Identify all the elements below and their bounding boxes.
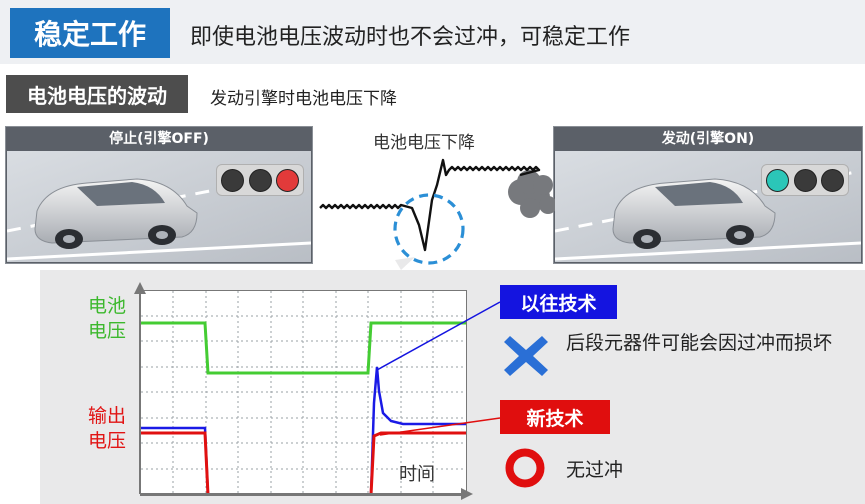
highlight-dashed-circle (393, 193, 465, 265)
engine-on-title: 发动(引擎ON) (661, 131, 755, 147)
output-label-line2: 电压 (88, 430, 127, 452)
output-voltage-label: 输出 电压 (88, 404, 126, 454)
new-tech-badge: 新技术 (500, 400, 610, 434)
battery-voltage-trace (141, 321, 466, 375)
callout-lines (376, 301, 501, 436)
oscilloscope-chart (140, 290, 467, 496)
section-badge: 电池电压的波动 (6, 75, 188, 113)
lamp-green-icon (766, 168, 790, 192)
old-tech-description: 后段元器件可能会因过冲而损坏 (566, 332, 833, 354)
engine-on-panel: 发动(引擎ON) (553, 126, 863, 264)
lamp-icon (820, 168, 844, 192)
lamp-red-icon (275, 168, 299, 192)
scope-grid (141, 291, 466, 495)
x-cross-icon (504, 336, 548, 376)
scope-axes (134, 282, 473, 500)
lamp-icon (248, 168, 272, 192)
traffic-light-on (761, 164, 849, 196)
output-label-line1: 输出 (88, 405, 127, 427)
voltage-drop-label: 电池电压下降 (373, 133, 475, 153)
car-icon (34, 178, 198, 249)
header-text: 即使电池电压波动时也不会过冲，可稳定工作 (190, 25, 631, 50)
engine-off-panel: 停止(引擎OFF) (5, 126, 313, 264)
traffic-light-off (216, 164, 304, 196)
new-tech-description: 无过冲 (566, 459, 624, 481)
engine-off-title: 停止(引擎OFF) (109, 131, 209, 147)
battery-label-line1: 电池 (88, 295, 127, 317)
voltage-drop-graphic (319, 158, 555, 270)
waveform-line (319, 158, 541, 252)
car-icon (612, 178, 776, 249)
oscilloscope-svg (141, 291, 466, 496)
lamp-icon (793, 168, 817, 192)
callout-pointer (395, 257, 415, 270)
circle-ok-icon (505, 448, 545, 488)
battery-label-line2: 电压 (88, 320, 127, 342)
old-tech-badge: 以往技术 (500, 285, 617, 319)
battery-voltage-label: 电池 电压 (88, 294, 126, 344)
new-tech-trace (141, 431, 466, 496)
section-text: 发动引擎时电池电压下降 (210, 89, 397, 109)
time-axis-label: 时间 (399, 464, 435, 485)
lamp-icon (221, 168, 245, 192)
smoke-icon (508, 170, 555, 218)
header-badge: 稳定工作 (10, 8, 170, 58)
